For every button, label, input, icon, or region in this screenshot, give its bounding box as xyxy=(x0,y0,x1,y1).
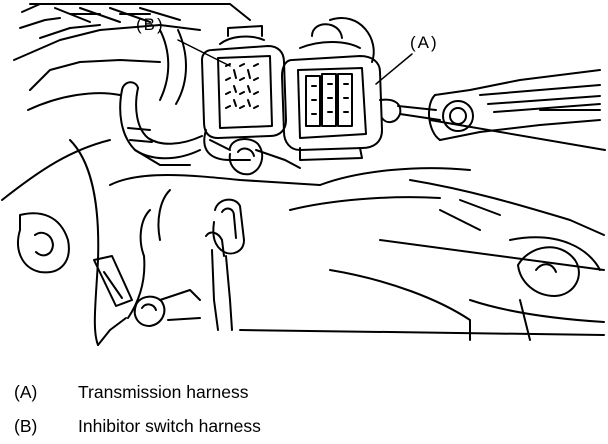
transmission-case xyxy=(1,109,606,346)
legend-key-b: (B) xyxy=(14,416,38,436)
right-bracket xyxy=(428,69,601,141)
callout-leaders xyxy=(177,39,413,85)
center-bolt xyxy=(209,138,301,176)
transmission-harness-connector xyxy=(281,17,441,161)
lower-clamp xyxy=(127,189,245,331)
callout-label-b: (B) xyxy=(136,15,165,34)
legend-text-transmission-harness: Transmission harness xyxy=(78,382,249,402)
legend-key-a: (A) xyxy=(14,382,38,402)
hose xyxy=(119,29,203,166)
callout-label-a: (A) xyxy=(410,33,439,52)
upper-housing xyxy=(13,3,251,111)
legend-row-b: (B) Inhibitor switch harness xyxy=(14,409,261,443)
bottom-left-bolt xyxy=(93,255,201,346)
legend-text-inhibitor-switch-harness: Inhibitor switch harness xyxy=(78,416,261,436)
legend-row-a: (A) Transmission harness xyxy=(14,375,261,409)
legend: (A) Transmission harness (B) Inhibitor s… xyxy=(14,375,261,443)
